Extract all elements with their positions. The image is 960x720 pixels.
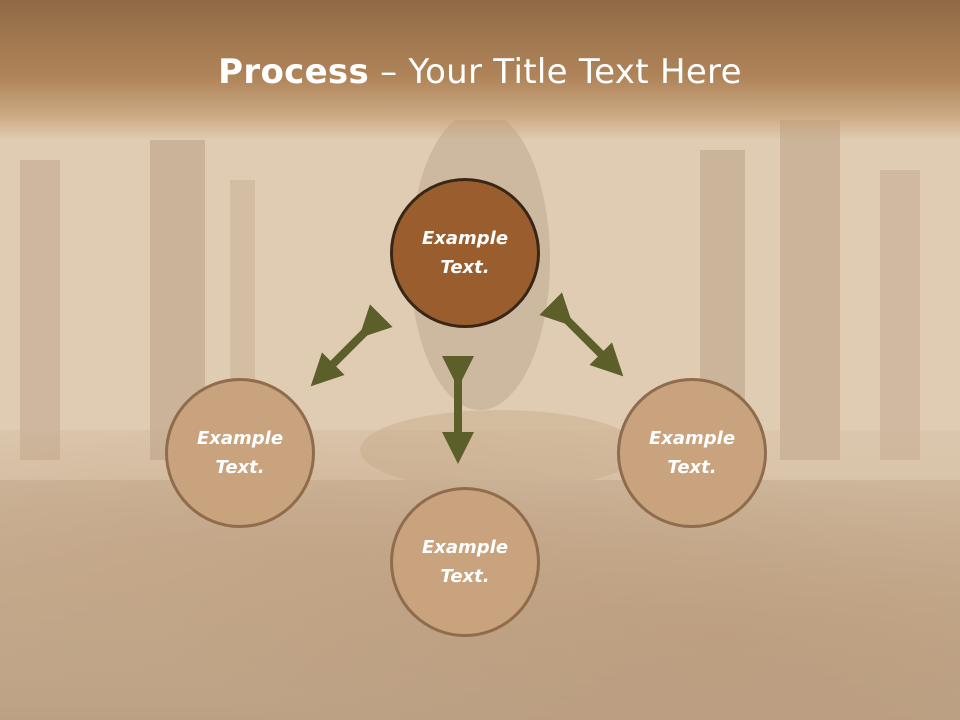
circle-bottom-line1: Example bbox=[421, 537, 509, 558]
title-bold: Process bbox=[218, 52, 370, 92]
title-rest: – Your Title Text Here bbox=[369, 52, 742, 92]
circle-right-line2: Text. bbox=[667, 457, 717, 478]
circle-left-line2: Text. bbox=[215, 457, 265, 478]
circle-bottom-line2: Text. bbox=[440, 566, 490, 587]
circle-right-line1: Example bbox=[648, 428, 736, 449]
arrow-top-right bbox=[539, 292, 624, 377]
circle-top-line1: Example bbox=[421, 228, 509, 249]
arrow-top-left bbox=[310, 304, 393, 387]
title-band bbox=[0, 0, 960, 140]
circle-top-line2: Text. bbox=[440, 257, 490, 278]
circle-left-line1: Example bbox=[196, 428, 284, 449]
slide-title: Process – Your Title Text Here bbox=[0, 52, 960, 92]
